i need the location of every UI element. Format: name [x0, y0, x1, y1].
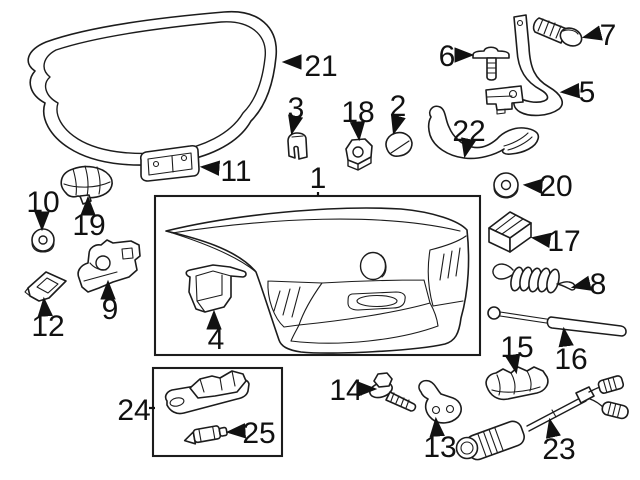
- striker-block-drawing: [488, 211, 532, 253]
- latch-drawing: [77, 239, 141, 293]
- callout-25: 25: [242, 417, 275, 450]
- license-lamp-box: [151, 366, 284, 458]
- callout-11: 11: [220, 155, 251, 188]
- callout-10: 10: [26, 186, 59, 219]
- callout-12: 12: [31, 310, 64, 343]
- spring-drawing: [492, 263, 576, 294]
- callout-14: 14: [329, 374, 362, 407]
- callout-18: 18: [341, 96, 374, 129]
- hex-nut-drawing: [345, 138, 373, 171]
- lamp-housing-drawing: [485, 366, 549, 401]
- grommet-20-drawing: [493, 172, 519, 199]
- callout-3: 3: [288, 92, 305, 125]
- license-lamp-drawing: [164, 370, 250, 415]
- screw-drawing: [532, 17, 583, 47]
- shell-clip-drawing: [60, 165, 113, 205]
- bulb-drawing: [183, 425, 228, 445]
- push-pin-drawing: [472, 46, 510, 81]
- callout-9: 9: [102, 293, 119, 326]
- callout-13: 13: [423, 431, 456, 464]
- callout-4: 4: [208, 323, 225, 356]
- bolt-drawing: [369, 372, 417, 412]
- trunk-lid-box: [153, 194, 482, 357]
- callout-1: 1: [310, 162, 327, 195]
- callout-21: 21: [304, 50, 337, 83]
- callout-20: 20: [539, 170, 572, 203]
- clip-3-drawing: [287, 132, 308, 160]
- callout-23: 23: [542, 433, 575, 466]
- callout-15: 15: [500, 331, 533, 364]
- callout-6: 6: [439, 40, 456, 73]
- callout-22: 22: [452, 115, 485, 148]
- clip-12-drawing: [24, 271, 67, 302]
- bracket-4-drawing: [185, 264, 247, 313]
- trunk-lamp-drawing: [139, 144, 200, 182]
- trunk-lid-drawing: [165, 207, 470, 354]
- callout-24: 24: [117, 394, 150, 427]
- callout-arrows: [34, 25, 603, 439]
- callout-8: 8: [590, 268, 607, 301]
- callout-17: 17: [547, 225, 580, 258]
- wing-bracket-drawing: [418, 379, 462, 424]
- callout-2: 2: [390, 90, 407, 123]
- camera-harness-drawing: [455, 375, 629, 461]
- callout-19: 19: [72, 209, 105, 242]
- callout-5: 5: [579, 76, 596, 109]
- grommet-10-drawing: [31, 228, 55, 253]
- callout-labels: 1 2 3 4 5 6 7 8 9 10 11 12 13 14 15 16 1…: [26, 19, 616, 466]
- hinge-arm-drawing: [485, 14, 563, 117]
- cap-nut-drawing: [385, 131, 413, 157]
- strut-rod-drawing: [487, 306, 627, 337]
- callout-16: 16: [554, 343, 587, 376]
- weatherstrip-seal-drawing: [27, 10, 277, 166]
- hinge-strap-drawing: [427, 105, 540, 160]
- callout-7: 7: [600, 19, 617, 52]
